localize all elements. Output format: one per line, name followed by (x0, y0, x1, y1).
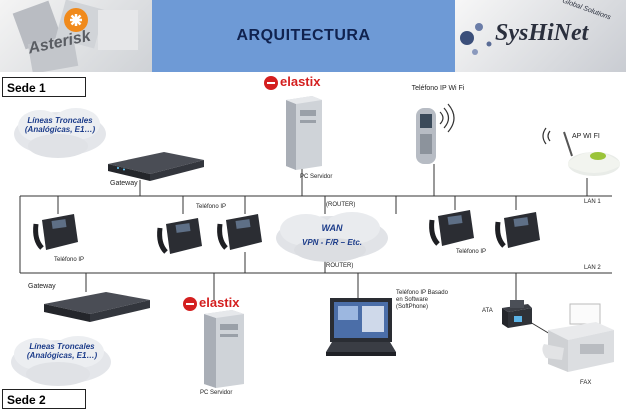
lan2-label: LAN 2 (584, 265, 601, 271)
elastix-icon-bottom (183, 297, 197, 311)
lan1-label: LAN 1 (584, 199, 601, 205)
access-point-device (542, 127, 620, 176)
router-label-top: (ROUTER) (326, 202, 356, 208)
wan-subtitle: VPN - F/R – Etc. (301, 238, 362, 247)
page-title: ARQUITECTURA (236, 27, 371, 44)
ip-phone-5 (495, 212, 540, 248)
phone-label-right: Teléfono IP (456, 249, 487, 255)
ata-label: ATA (482, 308, 493, 314)
pc-server-top (286, 96, 322, 170)
softphone-label: Teléfono IP Basado en Software (SoftPhon… (396, 290, 448, 310)
elastix-icon (264, 76, 278, 90)
puzzle-icon (12, 0, 138, 72)
gateway-label-top: Gateway (110, 180, 138, 187)
elastix-logo-bottom: elastix (199, 295, 240, 310)
trunk-lines-text-bottom: Líneas Troncales (Analógicas, E1…) (26, 342, 98, 360)
wifi-phone-device (416, 103, 455, 164)
ata-device (502, 300, 532, 328)
ip-phone-3 (217, 214, 262, 250)
wan-title: WAN (321, 223, 343, 233)
trunk-lines-cloud-bottom (11, 336, 111, 386)
ap-signal-icon (542, 127, 551, 145)
pc-server-bottom (204, 310, 244, 388)
ip-phone-2 (157, 218, 202, 254)
sede2-label: Sede 2 (2, 389, 86, 409)
syshinet-logo-text: SysHiNet (495, 20, 589, 46)
bubbles-icon (460, 23, 492, 55)
phone-label-mid: Teléfono IP (196, 204, 227, 210)
wifi-signal-icon (439, 103, 455, 133)
wan-cloud (276, 212, 388, 262)
ip-phone-4 (429, 210, 474, 246)
ap-wifi-label: AP WI FI (572, 133, 600, 140)
fax-machine (542, 303, 614, 372)
router-label-bottom: ROUTER) (326, 263, 354, 269)
wifi-phone-label: Teléfono IP Wi Fi (411, 85, 465, 92)
phone-label-left: Teléfono IP (54, 257, 85, 263)
fax-label: FAX (580, 380, 592, 386)
elastix-logo-top: elastix (280, 74, 321, 89)
gateway-label-bottom: Gateway (28, 283, 56, 290)
trunk-lines-text-top: Líneas Troncales (Analógicas, E1…) (24, 116, 96, 134)
trunk-lines-cloud-top (14, 108, 106, 158)
server-label-bottom: PC Servidor (200, 390, 233, 396)
asterisk-logo: Asterisk (0, 0, 152, 72)
softphone-laptop (326, 298, 396, 356)
syshinet-logo: SysHiNet Global Solutions (455, 0, 626, 72)
page-title-bar: ARQUITECTURA (152, 0, 455, 72)
ip-phone-1 (33, 214, 78, 250)
gateway-device-top (108, 152, 204, 181)
gateway-device-bottom (44, 292, 150, 322)
server-label-top: PC Servidor (300, 174, 333, 180)
sede1-label: Sede 1 (2, 77, 86, 97)
